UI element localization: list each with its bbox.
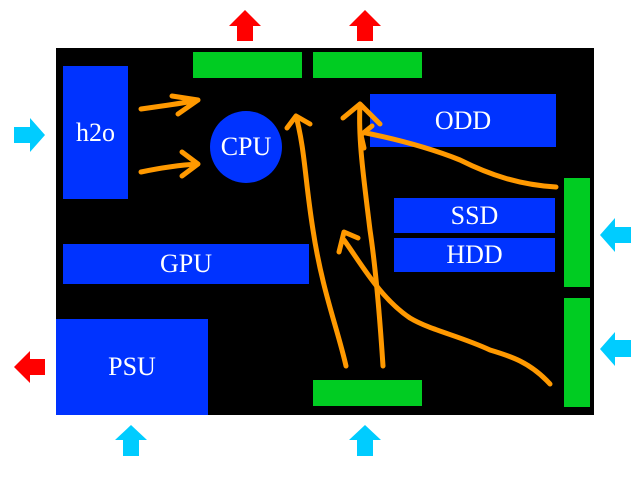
ssd-label: SSD bbox=[450, 200, 499, 230]
intake-arrow-left bbox=[14, 118, 45, 152]
h2o-label: h2o bbox=[76, 117, 115, 147]
intake-arrow-bottom-psu bbox=[115, 425, 147, 456]
top-fan-left bbox=[193, 52, 302, 78]
right-fan-lower bbox=[564, 298, 590, 407]
right-fan-upper bbox=[564, 178, 590, 287]
psu-label: PSU bbox=[108, 352, 156, 381]
exhaust-arrow-top-right bbox=[349, 10, 381, 41]
gpu-label: GPU bbox=[159, 249, 212, 278]
top-fan-right bbox=[313, 52, 422, 78]
odd-label: ODD bbox=[434, 105, 492, 135]
ssd: SSD bbox=[394, 198, 555, 233]
bottom-fan bbox=[313, 380, 422, 406]
psu: PSU bbox=[56, 319, 208, 415]
hdd: HDD bbox=[394, 238, 555, 272]
cpu: CPU bbox=[210, 111, 282, 183]
exhaust-arrow-left bbox=[14, 351, 45, 383]
intake-arrow-right-lower bbox=[600, 332, 631, 366]
cpu-label: CPU bbox=[220, 132, 272, 161]
h2o-radiator: h2o bbox=[63, 66, 128, 199]
hdd-label: HDD bbox=[446, 240, 503, 269]
intake-arrow-bottom-fan bbox=[349, 425, 381, 456]
odd: ODD bbox=[370, 94, 556, 147]
exhaust-arrow-top-left bbox=[229, 10, 261, 41]
gpu: GPU bbox=[63, 244, 309, 284]
intake-arrow-right-upper bbox=[600, 218, 631, 252]
